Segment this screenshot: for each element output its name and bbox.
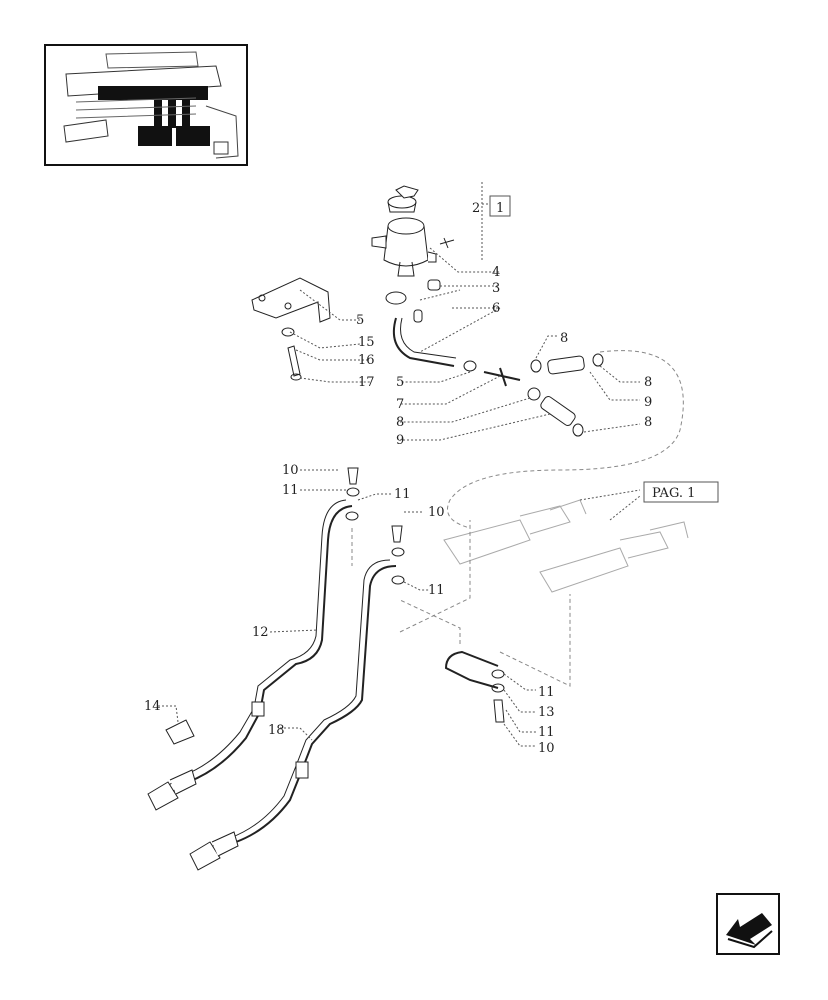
pedal-location-thumbnail xyxy=(44,44,248,166)
hose-piece-9b xyxy=(540,396,576,426)
callout-7: 7 xyxy=(396,397,404,412)
callout-10-bottom: 10 xyxy=(538,741,555,756)
master-cylinder-ghost xyxy=(443,499,689,593)
callout-5-bracket: 5 xyxy=(356,313,364,328)
clamp-8 xyxy=(530,359,542,373)
callout-box-1 xyxy=(489,195,511,217)
callout-13: 13 xyxy=(538,705,555,720)
callout-10-mid: 10 xyxy=(428,505,445,520)
pipe-12 xyxy=(159,505,353,801)
fitting-small xyxy=(413,309,423,323)
callout-17: 17 xyxy=(358,375,375,390)
callout-pag-1: PAG. 1 xyxy=(652,486,695,501)
callout-11-mid: 11 xyxy=(428,583,445,598)
callout-11-lower: 11 xyxy=(538,685,555,700)
pipe-clip-14 xyxy=(165,719,195,745)
reservoir-hose xyxy=(392,317,455,367)
callout-8-top: 8 xyxy=(560,331,568,346)
callout-8-left: 8 xyxy=(396,415,404,430)
callout-box-pag xyxy=(643,481,719,503)
callout-8-right: 8 xyxy=(644,375,652,390)
callout-18: 18 xyxy=(268,723,285,738)
routing-dashed-line xyxy=(447,350,684,529)
callout-9-left: 9 xyxy=(396,433,404,448)
callout-5-clamp: 5 xyxy=(396,375,404,390)
callout-9-right: 9 xyxy=(644,395,652,410)
bolt-10-top xyxy=(347,467,359,485)
callout-11-top: 11 xyxy=(282,483,299,498)
clamp-5 xyxy=(463,360,477,372)
callout-14: 14 xyxy=(144,699,161,714)
clamp-8b xyxy=(527,387,541,401)
hose-piece-9a xyxy=(547,355,585,375)
reservoir-cap xyxy=(387,185,419,213)
bolt-17 xyxy=(287,345,301,377)
washer-16 xyxy=(281,327,295,337)
callout-1: 1 xyxy=(496,201,504,216)
callout-2: 2 xyxy=(472,201,480,216)
fitting-3 xyxy=(427,279,441,291)
callout-11-bottom: 11 xyxy=(538,725,555,740)
callout-6: 6 xyxy=(492,301,500,316)
callout-10-top: 10 xyxy=(282,463,299,478)
pipe-18 xyxy=(205,565,397,859)
screw-4 xyxy=(439,237,455,249)
mounting-bracket xyxy=(251,277,331,323)
washer-11-top xyxy=(346,487,360,497)
tee-connector xyxy=(483,367,521,387)
callout-16: 16 xyxy=(358,353,375,368)
pipe-lower-right xyxy=(444,650,499,689)
callout-11-upper: 11 xyxy=(394,487,411,502)
callout-12: 12 xyxy=(252,625,269,640)
fluid-reservoir xyxy=(371,217,437,277)
callout-15: 15 xyxy=(358,335,375,350)
bolt-10-bottom xyxy=(493,699,505,723)
callout-8-right-low: 8 xyxy=(644,415,652,430)
callout-3: 3 xyxy=(492,281,500,296)
bolt-10-mid xyxy=(391,525,403,543)
callout-4: 4 xyxy=(492,265,500,280)
previous-page-arrow-icon[interactable] xyxy=(716,893,780,955)
hose-clamp-top xyxy=(385,291,407,305)
